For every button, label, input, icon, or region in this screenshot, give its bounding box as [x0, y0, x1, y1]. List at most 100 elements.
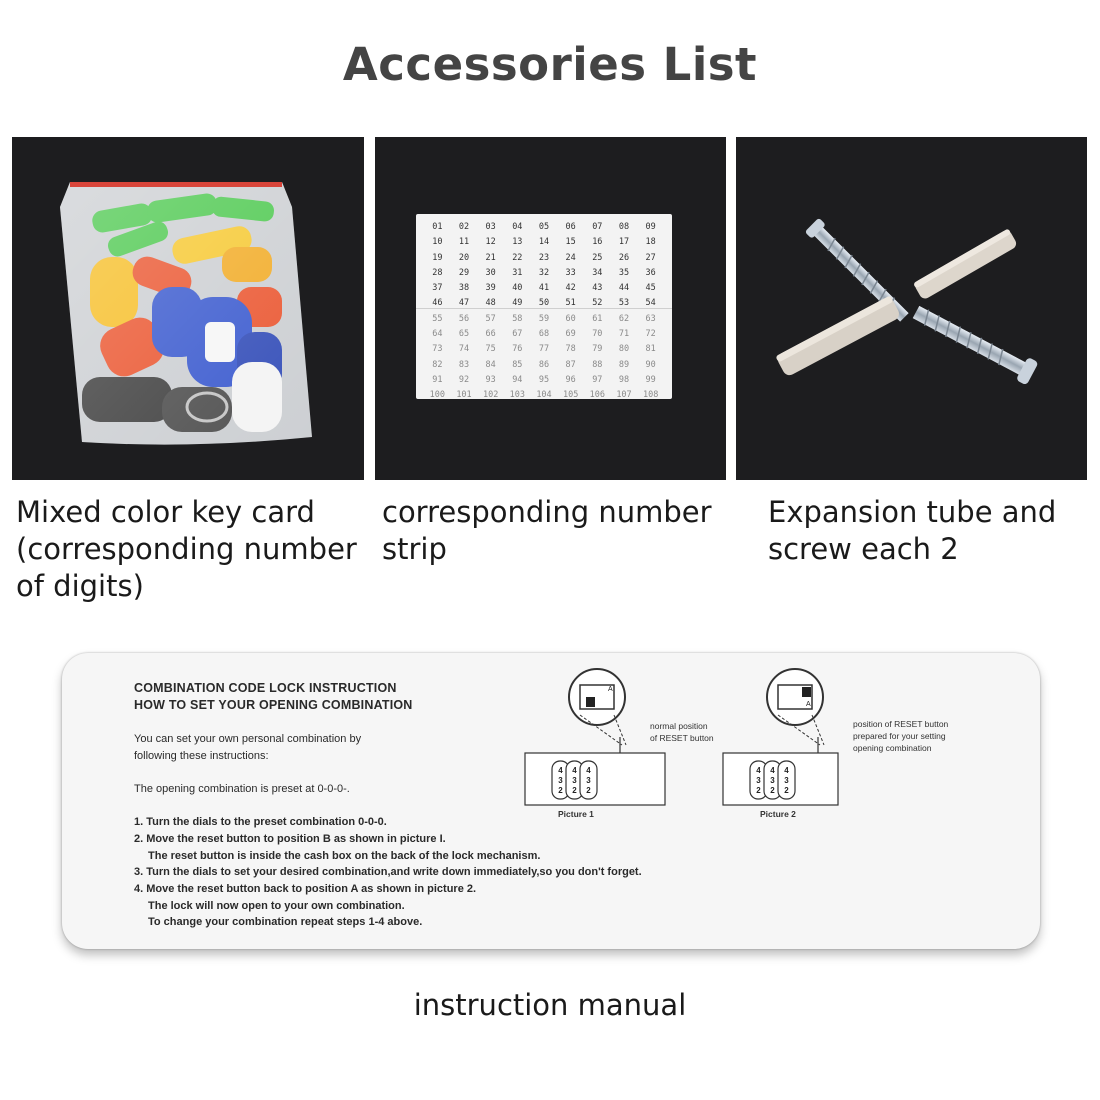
picture-1-dials — [551, 760, 598, 800]
reset-position-a-label: A — [608, 686, 613, 693]
strip-number: 55 — [432, 313, 443, 324]
strip-number: 103 — [509, 390, 525, 401]
strip-number: 10 — [432, 237, 443, 248]
strip-number: 73 — [432, 344, 443, 355]
strip-number: 84 — [485, 359, 496, 370]
strip-number: 01 — [432, 222, 443, 232]
instruction-heading-2: HOW TO SET YOUR OPENING COMBINATION — [134, 698, 413, 712]
dial-digit: 3 — [784, 776, 789, 785]
instruction-intro-1: You can set your own personal combinatio… — [134, 733, 362, 745]
strip-number: 70 — [592, 329, 603, 340]
strip-number: 108 — [642, 390, 659, 401]
strip-number: 67 — [512, 329, 523, 340]
strip-number: 26 — [618, 252, 630, 263]
strip-number: 97 — [592, 374, 603, 385]
strip-number: 64 — [432, 329, 443, 340]
strip-number: 105 — [562, 390, 579, 401]
strip-number: 82 — [432, 359, 443, 370]
instruction-card: COMBINATION CODE LOCK INSTRUCTION HOW TO… — [62, 653, 1040, 949]
strip-number: 65 — [458, 329, 470, 340]
reset-position-b-label: A — [806, 701, 811, 708]
strip-number: 57 — [485, 313, 496, 324]
strip-number: 47 — [458, 298, 470, 309]
strip-number: 18 — [645, 237, 656, 248]
strip-number: 03 — [485, 222, 496, 232]
strip-number: 106 — [589, 390, 605, 401]
strip-number: 14 — [538, 237, 550, 248]
strip-number: 81 — [645, 344, 656, 355]
dial-digit: 3 — [558, 776, 563, 785]
strip-number: 58 — [512, 313, 523, 324]
strip-number: 08 — [618, 222, 630, 232]
strip-number: 63 — [645, 313, 656, 324]
strip-number: 56 — [458, 313, 470, 324]
strip-number: 31 — [512, 267, 523, 278]
strip-number: 17 — [618, 237, 630, 248]
strip-number: 43 — [592, 283, 603, 294]
dial-digit: 3 — [770, 776, 775, 785]
strip-number: 102 — [482, 390, 499, 401]
strip-number: 19 — [432, 252, 443, 263]
strip-number: 45 — [645, 283, 656, 294]
dial-digit: 2 — [586, 786, 591, 795]
strip-number: 75 — [485, 344, 496, 355]
dial-digit: 2 — [572, 786, 577, 795]
dial-digit: 4 — [784, 766, 789, 775]
strip-number: 24 — [565, 252, 576, 263]
strip-number: 99 — [645, 374, 656, 385]
strip-number: 61 — [592, 313, 603, 324]
strip-number: 42 — [565, 283, 576, 294]
strip-number: 71 — [618, 329, 630, 340]
strip-number: 91 — [432, 374, 443, 385]
strip-number: 88 — [592, 359, 603, 370]
picture-2-diagram: A 432 432 432 — [722, 668, 839, 806]
strip-number: 04 — [512, 222, 523, 232]
instruction-step-repeat: To change your combination repeat steps … — [148, 916, 423, 928]
strip-number: 62 — [618, 313, 630, 324]
strip-number: 86 — [538, 359, 550, 370]
strip-number: 27 — [645, 252, 656, 263]
strip-number: 66 — [485, 329, 496, 340]
instruction-intro-2: following these instructions: — [134, 750, 269, 762]
strip-number: 32 — [538, 267, 550, 278]
strip-number: 09 — [645, 222, 656, 232]
page-title: Accessories List — [342, 38, 758, 91]
strip-number: 49 — [512, 298, 523, 309]
instruction-step-3: 3. Turn the dials to set your desired co… — [134, 866, 642, 878]
strip-number: 83 — [458, 359, 470, 370]
instruction-manual-caption: instruction manual — [413, 988, 687, 1022]
strip-number: 107 — [616, 390, 632, 401]
strip-number: 48 — [485, 298, 496, 309]
number-strip-caption: corresponding number strip — [382, 495, 712, 566]
strip-number: 23 — [538, 252, 550, 263]
strip-number: 90 — [645, 359, 656, 370]
strip-number: 35 — [618, 267, 630, 278]
dial-digit: 4 — [770, 766, 775, 775]
strip-divider — [416, 308, 672, 309]
instruction-heading-1: COMBINATION CODE LOCK INSTRUCTION — [134, 681, 397, 695]
strip-number: 33 — [565, 267, 576, 278]
strip-number: 12 — [485, 237, 496, 248]
strip-number: 16 — [592, 237, 603, 248]
strip-number: 28 — [432, 267, 443, 278]
strip-number: 89 — [618, 359, 630, 370]
strip-number: 41 — [538, 283, 550, 294]
key-card-caption: Mixed color key card (corresponding numb… — [16, 495, 357, 603]
dial-digit: 4 — [756, 766, 761, 775]
strip-number: 21 — [485, 252, 496, 263]
strip-number: 40 — [512, 283, 523, 294]
strip-number: 25 — [592, 252, 603, 263]
dial-digit: 4 — [558, 766, 563, 775]
dial-digit: 4 — [572, 766, 577, 775]
strip-number: 101 — [456, 390, 472, 401]
picture-1-note-2: of RESET button — [650, 733, 714, 743]
strip-number: 96 — [565, 374, 576, 385]
dial-digit: 3 — [586, 776, 591, 785]
strip-number: 98 — [618, 374, 630, 385]
dial-digit: 3 — [572, 776, 577, 785]
strip-number: 44 — [618, 283, 630, 294]
strip-number: 52 — [592, 298, 603, 309]
